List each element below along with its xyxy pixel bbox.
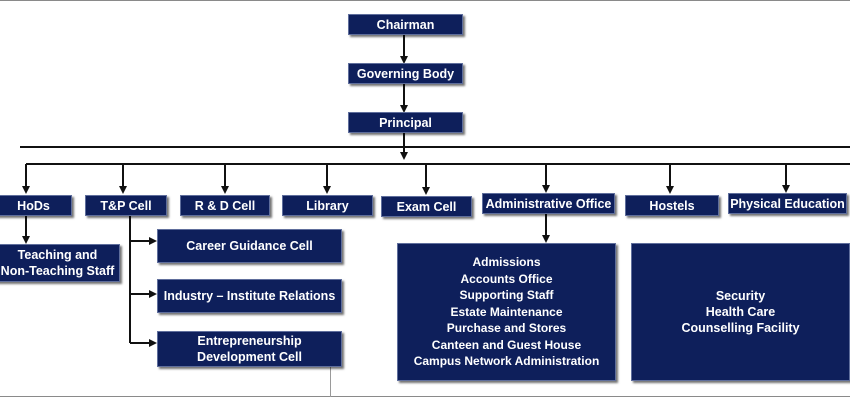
rd-cell-box: R & D Cell xyxy=(180,195,270,216)
principal-box: Principal xyxy=(348,112,463,133)
physical-education-box: Physical Education xyxy=(728,193,847,214)
career-guidance-box: Career Guidance Cell xyxy=(157,229,342,263)
governing-body-label: Governing Body xyxy=(356,66,455,81)
chairman-box: Chairman xyxy=(348,14,463,35)
hods-box: HoDs xyxy=(0,195,72,216)
admin-services-box: Admissions Accounts Office Supporting St… xyxy=(397,243,616,381)
staff-box: Teaching and Non-Teaching Staff xyxy=(0,244,120,282)
entrepreneurship-box: Entrepreneurship Development Cell xyxy=(157,331,342,367)
rd-cell-label: R & D Cell xyxy=(194,198,256,213)
staff-label: Teaching and Non-Teaching Staff xyxy=(0,248,115,278)
tp-cell-label: T&P Cell xyxy=(100,198,152,213)
right-edge-line xyxy=(330,352,331,397)
hods-label: HoDs xyxy=(17,198,50,213)
governing-body-box: Governing Body xyxy=(348,63,463,84)
administrative-office-box: Administrative Office xyxy=(482,193,615,214)
entrepreneurship-label: Entrepreneurship Development Cell xyxy=(197,334,302,364)
library-box: Library xyxy=(282,195,373,216)
tp-cell-box: T&P Cell xyxy=(85,195,167,216)
administrative-office-label: Administrative Office xyxy=(485,196,612,211)
library-label: Library xyxy=(306,198,349,213)
hostels-box: Hostels xyxy=(625,195,719,216)
welfare-services-box: Security Health Care Counselling Facilit… xyxy=(631,243,850,381)
hostels-label: Hostels xyxy=(649,198,695,213)
welfare-services-list: Security Health Care Counselling Facilit… xyxy=(681,289,800,335)
principal-label: Principal xyxy=(379,115,432,130)
admin-services-list: Admissions Accounts Office Supporting St… xyxy=(413,254,600,369)
chairman-label: Chairman xyxy=(376,17,435,32)
physical-education-label: Physical Education xyxy=(730,196,845,211)
exam-cell-label: Exam Cell xyxy=(396,199,457,214)
industry-relations-box: Industry – Institute Relations xyxy=(157,279,342,313)
career-guidance-label: Career Guidance Cell xyxy=(186,239,313,253)
exam-cell-box: Exam Cell xyxy=(381,196,472,217)
industry-relations-label: Industry – Institute Relations xyxy=(163,289,336,303)
